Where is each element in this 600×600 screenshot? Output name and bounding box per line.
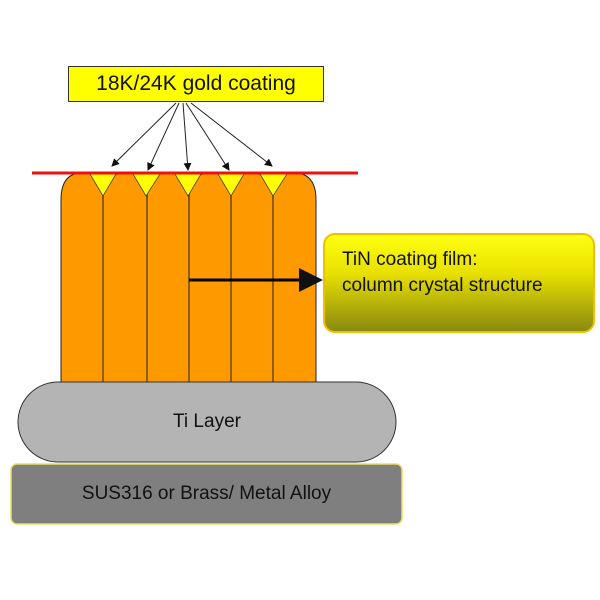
tin-callout-line1: TiN coating film: [342, 249, 478, 270]
tin-coating-callout: TiN coating film: column crystal structu… [323, 233, 595, 333]
arrow [190, 102, 273, 167]
substrate-block [10, 463, 403, 525]
arrow [147, 102, 180, 171]
column [146, 172, 190, 386]
column [60, 172, 104, 386]
gold-coating-label: 18K/24K gold coating [68, 66, 324, 102]
column [102, 172, 148, 386]
ti-layer [17, 381, 397, 463]
ti-layer-label: Ti Layer [173, 411, 241, 432]
arrow [111, 102, 177, 167]
tin-callout-line2: column crystal structure [342, 275, 543, 296]
gold-pointer-arrows [111, 102, 273, 171]
substrate-label: SUS316 or Brass/ Metal Alloy [81, 483, 332, 504]
gold-deposits [89, 173, 288, 197]
arrow [182, 102, 192, 171]
arrow [185, 102, 230, 171]
